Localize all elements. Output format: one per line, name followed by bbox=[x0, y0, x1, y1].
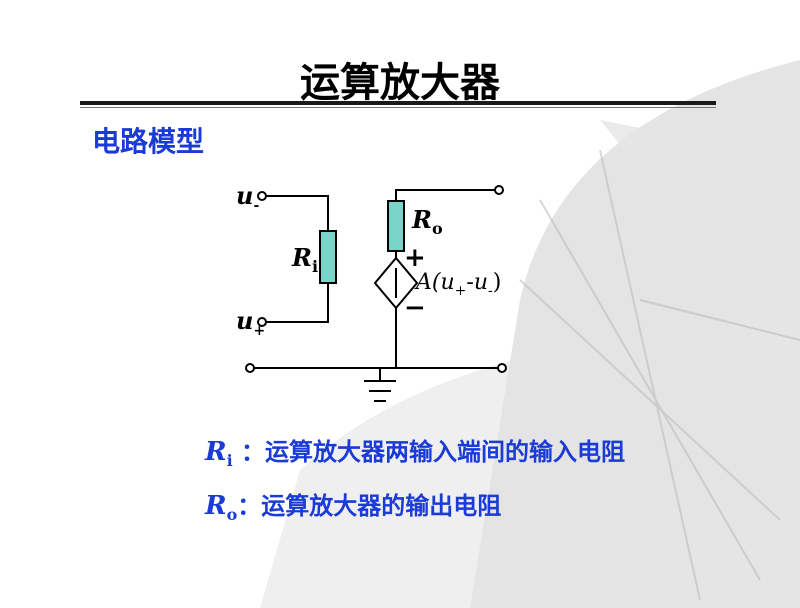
ro-desc-subscript: o bbox=[226, 504, 238, 524]
wire-output-top bbox=[395, 189, 495, 201]
label-controlled-source: A(u+-u-) bbox=[414, 270, 501, 299]
label-ro: Ro bbox=[411, 205, 443, 238]
label-u-plus: u+ bbox=[236, 306, 265, 339]
ro-desc-colon: ： bbox=[237, 492, 262, 520]
section-heading: 电路模型 bbox=[92, 125, 205, 158]
ri-resistor bbox=[319, 230, 337, 284]
wire-u-minus bbox=[266, 195, 329, 231]
ground-right-terminal bbox=[497, 363, 507, 373]
label-u-minus: u- bbox=[236, 181, 259, 214]
ro-resistor bbox=[387, 200, 405, 252]
source-minus-sign: − bbox=[404, 293, 426, 323]
output-terminal bbox=[494, 185, 504, 195]
ground-symbol bbox=[364, 380, 396, 402]
ro-desc-symbol: R bbox=[205, 491, 227, 521]
ro-description: Ro：运算放大器的输出电阻 bbox=[205, 486, 501, 524]
ri-desc-symbol: R bbox=[205, 437, 227, 467]
title-underline-thin bbox=[80, 107, 716, 108]
source-plus-sign: + bbox=[404, 243, 426, 273]
ri-desc-colon: ： bbox=[241, 438, 266, 466]
wire-u-plus bbox=[266, 283, 329, 323]
label-ri: Ri bbox=[291, 243, 318, 276]
ri-desc-subscript: i bbox=[226, 450, 233, 470]
ri-desc-text: 运算放大器两输入端间的输入电阻 bbox=[265, 438, 626, 466]
page-title: 运算放大器 bbox=[300, 60, 500, 106]
u-plus-terminal bbox=[257, 317, 267, 327]
ro-desc-text: 运算放大器的输出电阻 bbox=[261, 492, 502, 520]
ground-left-terminal bbox=[245, 363, 255, 373]
title-underline bbox=[80, 101, 716, 105]
ri-description: Ri ：运算放大器两输入端间的输入电阻 bbox=[205, 432, 625, 470]
